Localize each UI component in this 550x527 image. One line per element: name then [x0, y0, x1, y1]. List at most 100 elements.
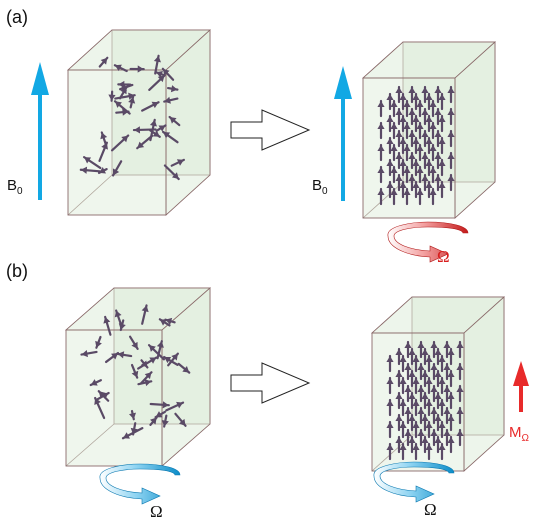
spin-arrow-icon — [386, 442, 394, 461]
spin-arrow-icon — [113, 64, 128, 73]
spin-arrow-icon — [447, 391, 455, 410]
spin-arrow-icon — [395, 173, 403, 192]
spin-arrow-icon — [443, 406, 451, 425]
spin-arrow-icon — [79, 166, 101, 174]
spin-arrow-icon — [421, 369, 429, 388]
spin-arrow-icon — [456, 362, 464, 381]
spin-arrow-icon — [399, 92, 407, 111]
spin-arrow-icon — [98, 141, 108, 162]
spin-arrow-icon — [447, 173, 455, 192]
spin-arrow-icon — [399, 376, 407, 395]
spin-arrow-icon — [416, 143, 424, 162]
spin-arrow-icon — [404, 428, 412, 447]
spin-arrow-icon — [98, 56, 109, 68]
transition-arrow-icon — [230, 362, 311, 404]
spin-arrow-icon — [430, 384, 438, 403]
spin-arrow-icon — [412, 114, 420, 133]
spin-arrow-icon — [421, 347, 429, 366]
spin-arrow-icon — [447, 347, 455, 366]
spin-arrow-icon — [421, 435, 429, 454]
spin-arrow-icon — [417, 362, 425, 381]
spin-arrow-icon — [128, 409, 137, 421]
spin-arrow-icon — [416, 99, 424, 118]
spin-arrow-icon — [438, 180, 446, 199]
spin-arrow-icon — [94, 396, 106, 420]
spin-arrow-icon — [386, 92, 394, 111]
spin-arrow-icon — [403, 99, 411, 118]
spin-arrow-icon — [386, 376, 394, 395]
spin-arrow-icon — [421, 129, 429, 148]
spin-arrow-icon — [443, 428, 451, 447]
spin-arrow-icon — [412, 180, 420, 199]
spin-arrow-icon — [395, 369, 403, 388]
magnetization-arrow-icon — [513, 361, 529, 412]
spin-arrow-icon — [438, 398, 446, 417]
spin-arrow-icon — [395, 413, 403, 432]
spin-arrow-icon — [412, 136, 420, 155]
spin-arrow-icon — [434, 85, 442, 104]
spin-arrow-icon — [154, 70, 165, 78]
spin-arrow-icon — [438, 376, 446, 395]
spin-arrow-icon — [158, 318, 171, 327]
spin-arrow-icon — [163, 96, 179, 104]
spin-arrow-icon — [438, 158, 446, 177]
spin-arrow-icon — [155, 124, 167, 132]
spin-arrow-icon — [377, 99, 385, 118]
spin-arrow-icon — [377, 187, 385, 206]
spin-arrow-icon — [408, 347, 416, 366]
spin-arrow-icon — [399, 158, 407, 177]
spin-arrow-icon — [154, 410, 166, 419]
spin-box-aligned-b — [370, 296, 506, 472]
spin-arrow-icon — [425, 420, 433, 439]
spin-arrow-icon — [140, 359, 149, 369]
spin-arrow-icon — [412, 442, 420, 461]
spin-arrow-icon — [430, 340, 438, 359]
magnetization-label: MΩ — [509, 424, 530, 444]
spin-arrow-icon — [434, 435, 442, 454]
spin-arrow-icon — [130, 363, 139, 379]
spin-arrow-icon — [386, 354, 394, 373]
spin-arrow-icon — [97, 167, 108, 175]
spin-arrow-icon — [386, 398, 394, 417]
spin-box-random-a — [66, 29, 212, 216]
spin-arrow-icon — [128, 335, 139, 350]
spin-arrow-icon — [417, 340, 425, 359]
spin-arrow-icon — [421, 413, 429, 432]
spin-arrow-icon — [386, 114, 394, 133]
spin-arrow-icon — [395, 435, 403, 454]
spin-arrow-icon — [141, 101, 160, 112]
spin-arrow-icon — [447, 151, 455, 170]
spin-arrow-icon — [386, 420, 394, 439]
spin-arrow-icon — [408, 435, 416, 454]
spin-arrow-icon — [430, 406, 438, 425]
spin-arrow-icon — [403, 121, 411, 140]
field-arrow-icon — [31, 62, 49, 200]
field-label-left: B0 — [7, 177, 23, 197]
transition-arrow-icon — [230, 109, 311, 151]
spin-arrow-icon — [412, 420, 420, 439]
spin-arrow-icon — [434, 391, 442, 410]
spin-arrow-icon — [421, 107, 429, 126]
spin-arrow-icon — [100, 131, 108, 146]
panel-label-b: (b) — [6, 261, 28, 281]
spin-arrow-icon — [438, 354, 446, 373]
spin-arrow-icon — [412, 158, 420, 177]
spin-arrow-icon — [386, 136, 394, 155]
spin-arrow-icon — [425, 398, 433, 417]
spin-arrow-icon — [89, 379, 102, 387]
spin-arrow-icon — [130, 422, 138, 436]
spin-arrow-icon — [80, 349, 98, 358]
spin-arrow-icon — [429, 121, 437, 140]
spin-arrow-icon — [395, 85, 403, 104]
spin-arrow-icon — [108, 90, 116, 102]
spin-arrow-icon — [377, 143, 385, 162]
spin-arrow-icon — [166, 85, 179, 93]
spin-arrow-icon — [408, 173, 416, 192]
spin-arrow-icon — [434, 129, 442, 148]
rotation-arrow-icon — [99, 463, 181, 505]
spin-arrow-icon — [377, 165, 385, 184]
spin-arrow-icon — [377, 121, 385, 140]
spin-arrow-icon — [399, 180, 407, 199]
spin-arrow-icon — [128, 95, 136, 109]
